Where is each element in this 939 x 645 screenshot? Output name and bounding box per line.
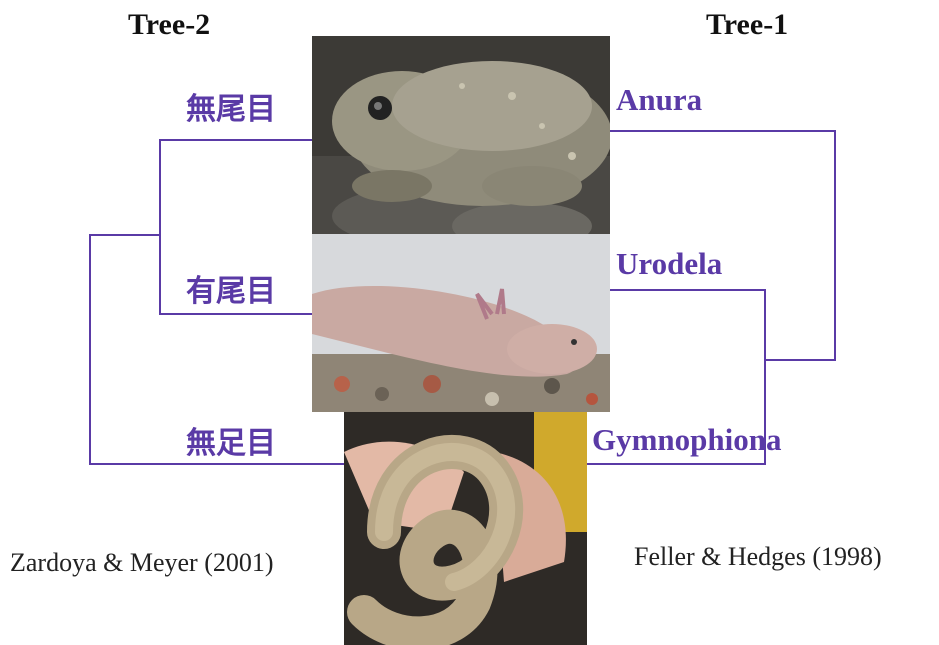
label-urodela-jp: 有尾目 <box>186 266 276 310</box>
label-anura-jp: 無尾目 <box>186 84 276 128</box>
label-urodela: Urodela <box>616 246 722 282</box>
left-tree-citation: Zardoya & Meyer (2001) <box>10 548 274 578</box>
label-anura: Anura <box>616 82 702 118</box>
label-gymnophiona-jp: 無足目 <box>186 418 276 462</box>
label-gymnophiona: Gymnophiona <box>592 422 782 458</box>
right-tree-citation: Feller & Hedges (1998) <box>634 542 882 572</box>
